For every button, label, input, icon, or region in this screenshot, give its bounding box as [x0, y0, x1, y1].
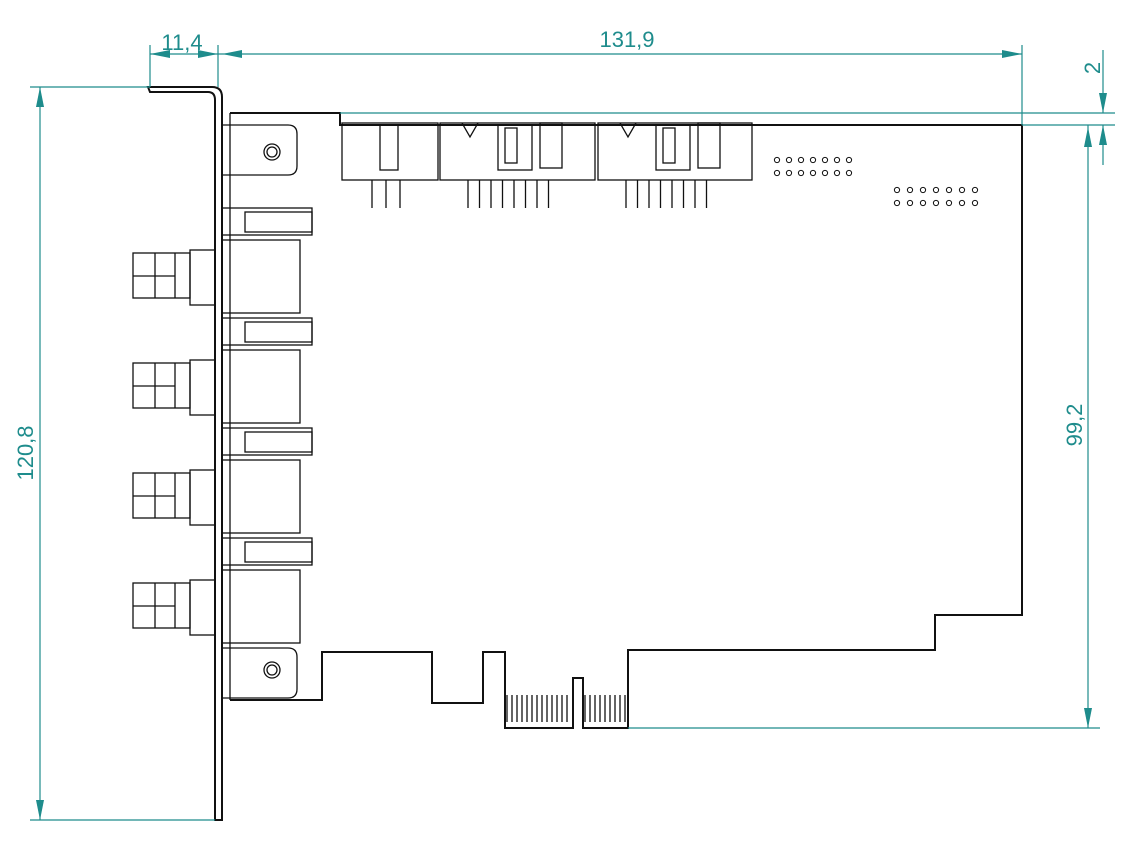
- dimension-board-length: 131,9: [218, 27, 1023, 125]
- bnc-body: [221, 349, 301, 424]
- dimension-label: 99,2: [1062, 404, 1087, 447]
- via-hole: [773, 156, 781, 164]
- pin-header: [439, 122, 596, 208]
- screw-hole-icon: [263, 143, 281, 161]
- via-hole: [958, 186, 966, 194]
- via-hole: [785, 169, 793, 177]
- polarity-mark-icon: [461, 122, 479, 139]
- via-hole: [919, 186, 927, 194]
- dimension-label: 11,4: [161, 30, 202, 55]
- via-hole: [919, 199, 927, 207]
- mounting-bracket: [146, 86, 231, 821]
- via-hole: [932, 199, 940, 207]
- dimension-top-offset: 2: [340, 50, 1115, 165]
- via-hole: [785, 156, 793, 164]
- dimension-board-height: 99,2: [628, 125, 1100, 729]
- bnc-connector: [132, 207, 313, 314]
- dimension-label: 2: [1080, 62, 1105, 74]
- via-hole: [906, 199, 914, 207]
- via-hole: [971, 186, 979, 194]
- via-hole: [845, 169, 853, 177]
- bnc-body: [221, 569, 301, 644]
- via-hole: [833, 156, 841, 164]
- dimension-label: 131,9: [599, 27, 654, 52]
- bottom-mounting-tab: [222, 647, 298, 699]
- via-hole: [833, 169, 841, 177]
- via-hole: [773, 169, 781, 177]
- pin-header: [341, 122, 439, 208]
- via-hole: [932, 186, 940, 194]
- bnc-body: [221, 239, 301, 314]
- pcie-edge-fingers: [506, 695, 626, 722]
- via-hole: [945, 186, 953, 194]
- via-hole: [797, 156, 805, 164]
- via-hole: [893, 186, 901, 194]
- dimension-total-height: 120,8: [13, 86, 215, 821]
- bnc-connector: [132, 427, 313, 534]
- pin-headers: [341, 122, 753, 208]
- via-hole: [945, 199, 953, 207]
- via-hole: [821, 169, 829, 177]
- via-hole: [958, 199, 966, 207]
- via-holes: [773, 156, 979, 207]
- bnc-connector: [132, 537, 313, 644]
- via-hole: [893, 199, 901, 207]
- pcb-outline: [230, 112, 1023, 729]
- screw-hole-icon: [263, 661, 281, 679]
- pin-header: [597, 122, 753, 208]
- via-hole: [845, 156, 853, 164]
- via-hole: [809, 169, 817, 177]
- via-hole: [971, 199, 979, 207]
- via-hole: [809, 156, 817, 164]
- bnc-body: [221, 459, 301, 534]
- via-hole: [821, 156, 829, 164]
- polarity-mark-icon: [619, 122, 637, 139]
- bnc-connector: [132, 317, 313, 424]
- via-hole: [906, 186, 914, 194]
- dimension-bracket-offset: 11,4: [149, 30, 219, 87]
- bnc-connectors: [132, 207, 313, 644]
- dimension-label: 120,8: [13, 425, 38, 480]
- top-mounting-tab: [222, 124, 298, 176]
- via-hole: [797, 169, 805, 177]
